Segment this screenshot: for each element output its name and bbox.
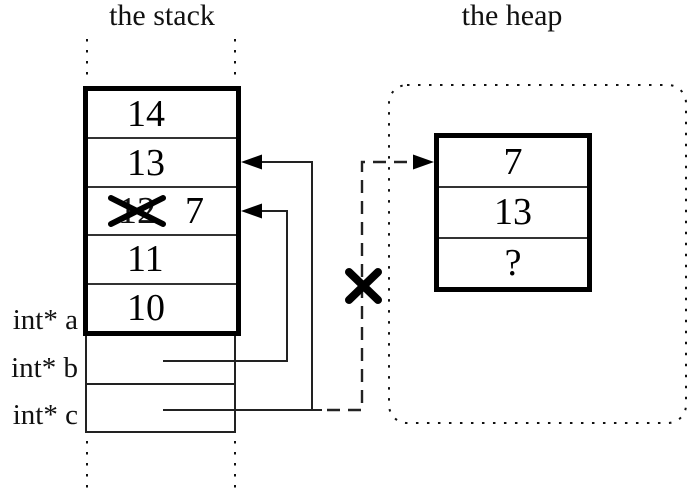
stack-cell-value: 10 bbox=[127, 286, 165, 329]
stack-cell-10: 10 bbox=[88, 285, 236, 331]
stack-cell-overwritten: 12 7 bbox=[88, 188, 236, 237]
label-int-a: int* a bbox=[12, 304, 78, 336]
stack-cell-value: 11 bbox=[127, 238, 164, 281]
heap-cell-13: 13 bbox=[439, 188, 587, 239]
stack-frame-box: 14 13 12 7 11 10 bbox=[83, 86, 241, 336]
heap-title: the heap bbox=[461, 0, 563, 32]
pointer-c-arrowhead-icon bbox=[241, 154, 262, 170]
dangling-pointer-dashed-line bbox=[327, 160, 412, 412]
label-int-c: int* c bbox=[12, 399, 78, 431]
pointer-cell-b bbox=[87, 336, 234, 385]
pointer-variable-cells bbox=[85, 336, 236, 433]
stack-cell-old-value: 12 bbox=[118, 190, 156, 233]
heap-cell-value: 7 bbox=[503, 141, 523, 184]
heap-cell-value: 13 bbox=[494, 191, 532, 234]
heap-cell-question: ? bbox=[439, 239, 587, 287]
heap-cell-value: ? bbox=[504, 241, 522, 284]
stack-cell-value: 14 bbox=[127, 93, 165, 136]
stack-cell-13: 13 bbox=[88, 139, 236, 188]
stack-title: the stack bbox=[109, 0, 215, 32]
pointer-cell-c bbox=[87, 385, 234, 432]
stack-cell-new-value: 7 bbox=[185, 190, 204, 233]
dangling-pointer-arrowhead-icon bbox=[413, 154, 434, 170]
stack-cell-11: 11 bbox=[88, 236, 236, 285]
pointer-c-line-vertical bbox=[262, 161, 313, 410]
label-int-b: int* b bbox=[11, 352, 78, 384]
stack-cell-value: 13 bbox=[127, 141, 165, 184]
heap-object-box: 7 13 ? bbox=[434, 133, 592, 292]
heap-cell-7: 7 bbox=[439, 138, 587, 189]
crossed-out-pointer-x-icon bbox=[345, 268, 382, 304]
stack-cell-14: 14 bbox=[88, 91, 236, 140]
pointer-b-arrowhead-icon bbox=[241, 203, 262, 219]
